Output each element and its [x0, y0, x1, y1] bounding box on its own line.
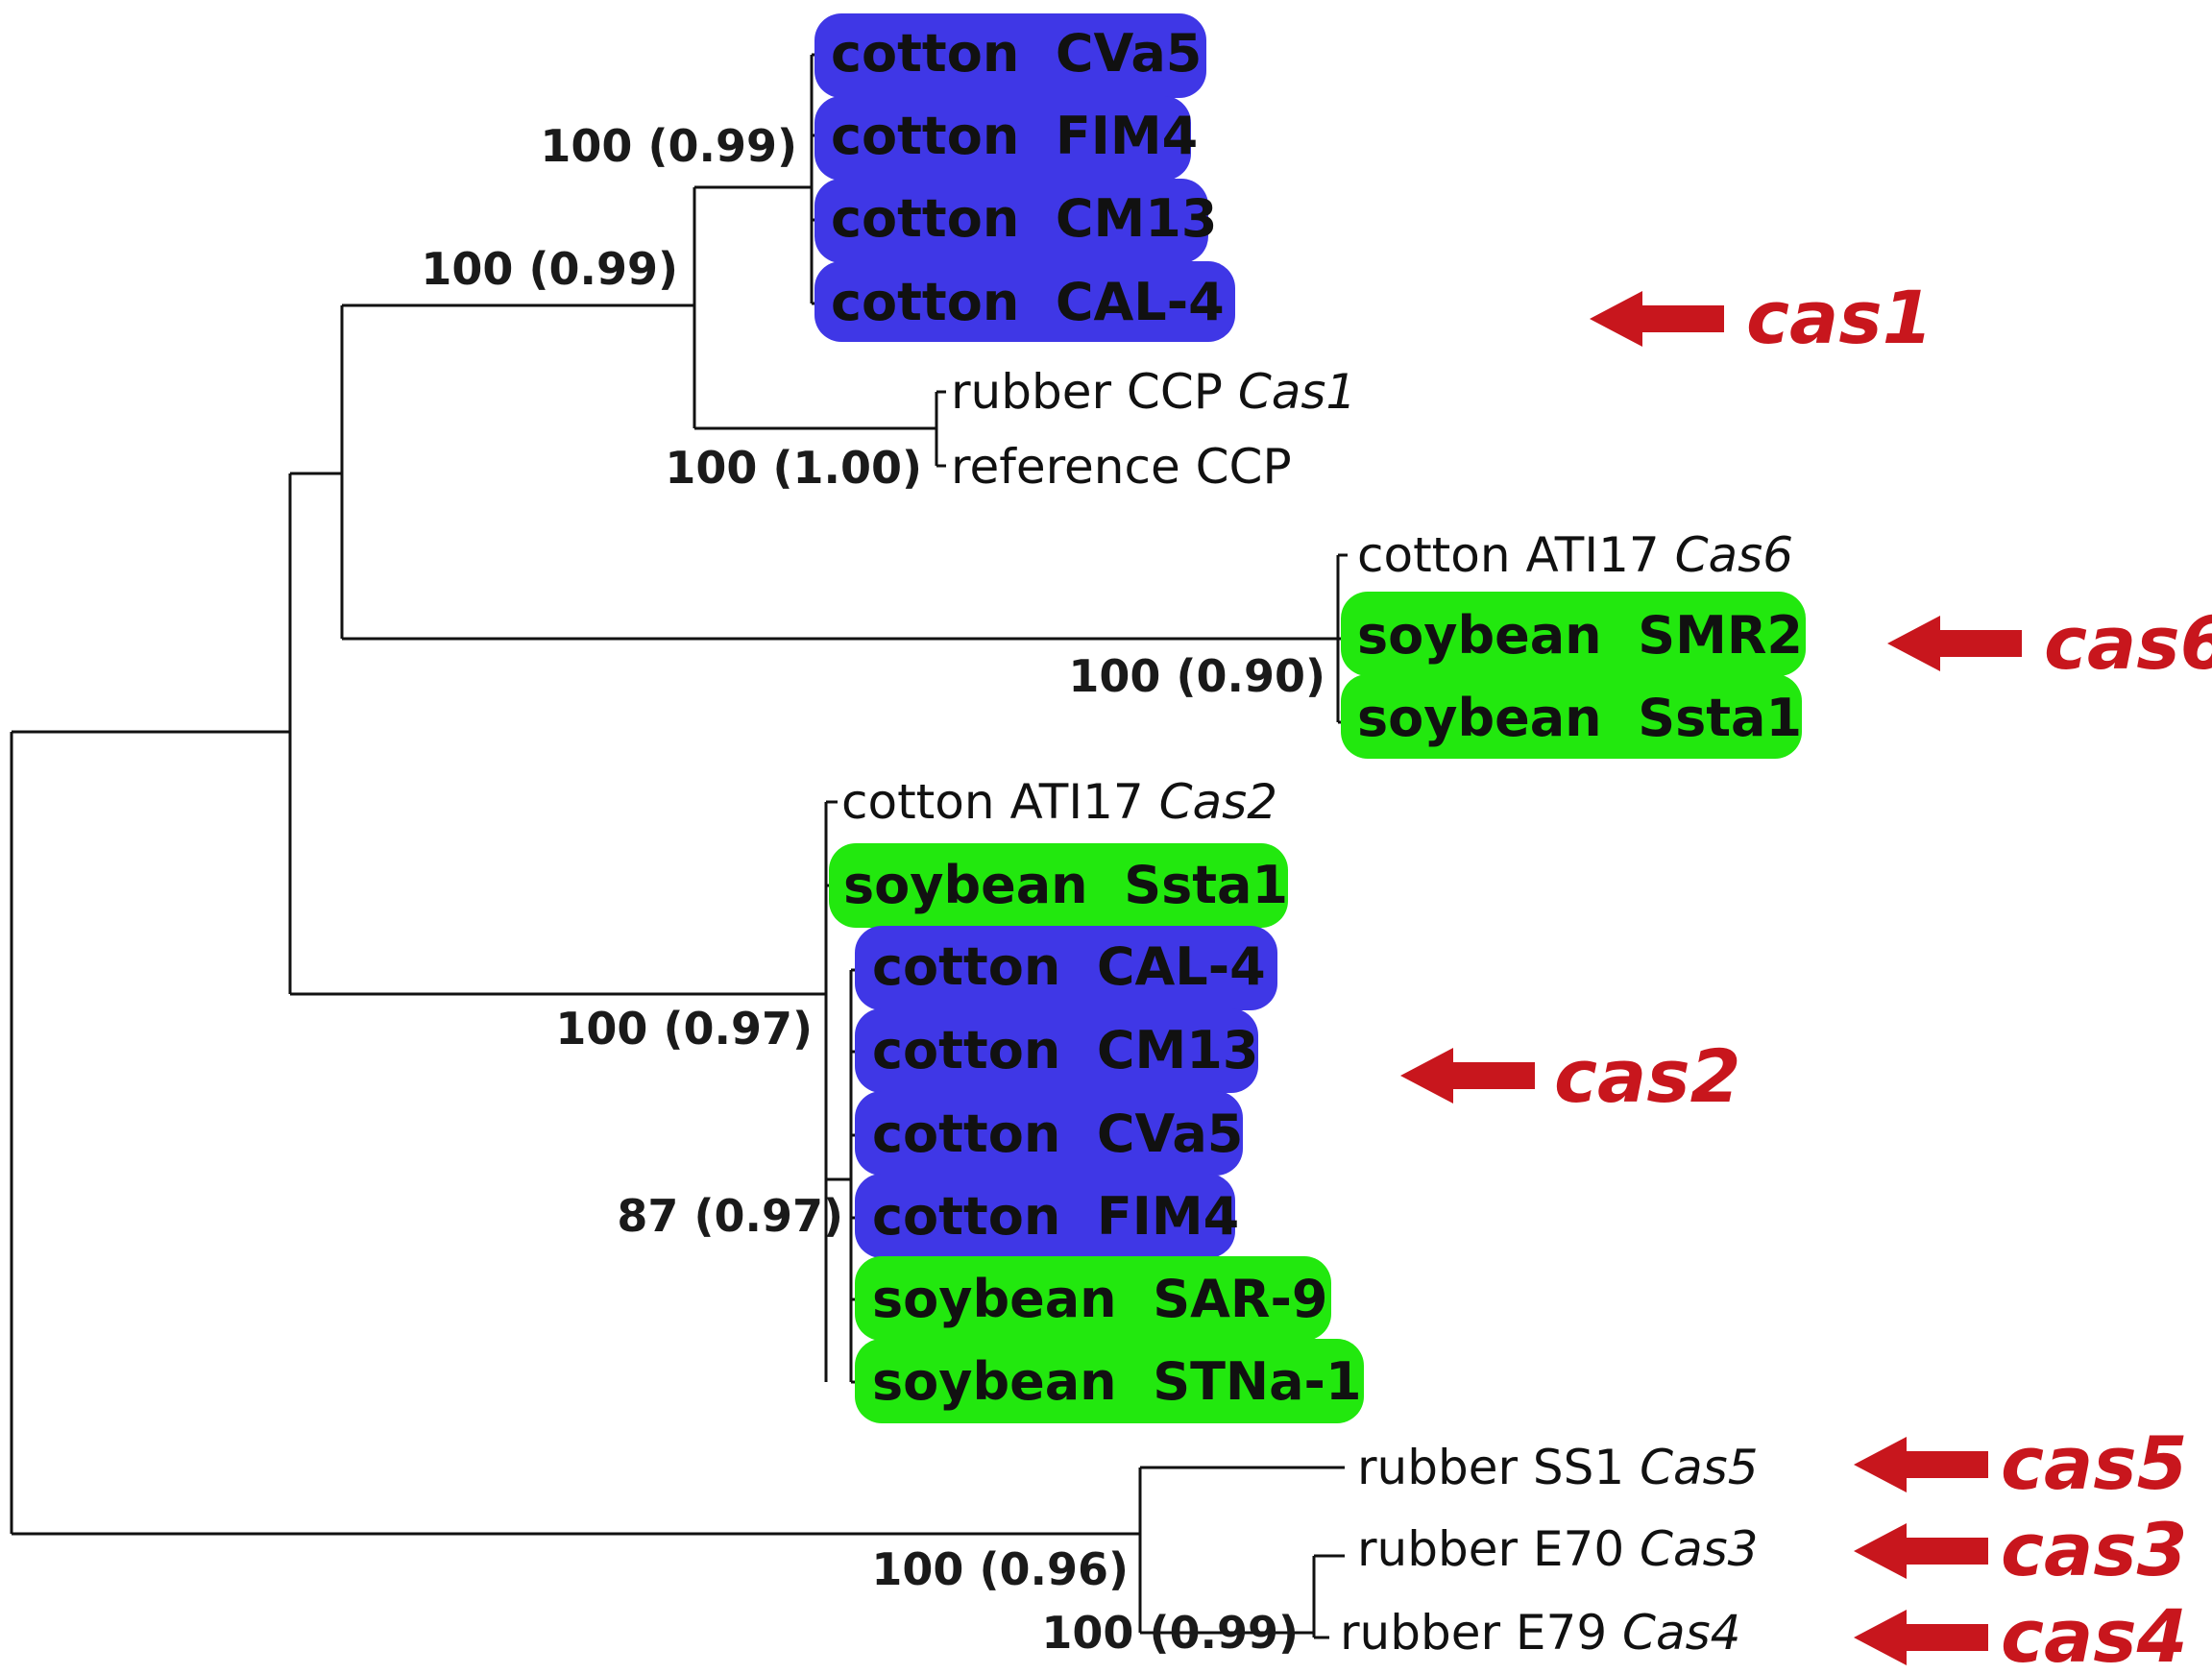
support-value: 100 (0.99)	[540, 120, 797, 172]
arrow-label-cas2: cas2	[1554, 1033, 1740, 1119]
label-pill	[1341, 592, 1806, 676]
taxon-name: cotton ATI17	[1357, 527, 1675, 583]
support-value: 100 (0.90)	[1068, 650, 1325, 702]
label-pill	[814, 13, 1206, 98]
cas1-other-taxa: rubber CCP Cas1 reference CCP	[951, 364, 1356, 495]
taxon-label: cotton CM13	[872, 1020, 1258, 1080]
gene-name: Cas5	[1640, 1440, 1758, 1495]
label-pill	[855, 1174, 1235, 1258]
taxon-label: rubber CCP Cas1	[951, 364, 1356, 420]
cas6-clade: cotton ATI17 Cas6 soybean SMR2 soybean S…	[1341, 527, 1806, 759]
taxon-label: soybean SMR2	[1357, 605, 1803, 666]
label-pill	[855, 1008, 1258, 1093]
arrow-cas4	[1854, 1610, 1988, 1665]
arrow-cas3	[1854, 1523, 1988, 1579]
label-pill	[814, 261, 1235, 342]
gene-arrows: cas1 cas6 cas2 cas5 cas3 cas4	[1400, 275, 2212, 1674]
taxon-label: soybean Ssta1	[1357, 688, 1802, 748]
taxon-label: soybean STNa-1	[872, 1351, 1362, 1412]
taxon-name: reference CCP	[951, 439, 1292, 495]
taxon-label: cotton CAL-4	[872, 936, 1266, 997]
taxon-label: cotton FIM4	[872, 1186, 1239, 1247]
arrow-label-cas5: cas5	[2001, 1420, 2187, 1506]
support-values: 100 (0.99) 100 (0.99) 100 (1.00) 100 (0.…	[421, 120, 1325, 1659]
arrow-cas5	[1854, 1437, 1988, 1492]
arrow-cas1	[1590, 291, 1724, 347]
taxon-label: cotton FIM4	[831, 106, 1198, 166]
taxon-name: rubber E70	[1357, 1521, 1640, 1577]
taxon-label: cotton ATI17 Cas6	[1357, 527, 1793, 583]
label-pill	[855, 1339, 1364, 1423]
rubber-clade: rubber SS1 Cas5 rubber E70 Cas3 rubber E…	[1340, 1440, 1759, 1661]
taxon-label: cotton CAL-4	[831, 272, 1225, 332]
taxon-label: rubber E70 Cas3	[1357, 1521, 1758, 1577]
taxon-label: soybean SAR-9	[872, 1269, 1327, 1329]
support-value: 100 (0.99)	[421, 243, 678, 295]
taxon-label: cotton CM13	[831, 188, 1217, 249]
branch-leaf	[1314, 1554, 1345, 1639]
taxon-label: cotton CVa5	[872, 1104, 1243, 1164]
gene-name: Cas6	[1675, 527, 1793, 583]
cas2-clade: cotton ATI17 Cas2 soybean Ssta1 cotton C…	[829, 774, 1364, 1423]
support-value: 87 (0.97)	[617, 1190, 843, 1242]
label-pill	[855, 1256, 1331, 1341]
taxon-name: rubber CCP	[951, 364, 1238, 420]
label-pill	[1341, 674, 1802, 759]
gene-name: Cas2	[1159, 774, 1277, 830]
gene-name: Cas1	[1238, 364, 1356, 420]
arrow-label-cas4: cas4	[2001, 1593, 2187, 1674]
branch-leaf	[936, 390, 946, 468]
taxon-label: rubber SS1 Cas5	[1357, 1440, 1759, 1495]
arrow-cas2	[1400, 1048, 1535, 1104]
arrow-label-cas3: cas3	[2001, 1507, 2187, 1592]
arrow-cas6	[1887, 616, 2022, 671]
support-value: 100 (0.99)	[1041, 1607, 1299, 1659]
gene-name: Cas3	[1640, 1521, 1758, 1577]
support-value: 100 (0.97)	[555, 1003, 813, 1055]
label-pill	[814, 96, 1191, 181]
cas1-cotton-clade: cotton CVa5 cotton FIM4 cotton CM13 cott…	[814, 13, 1235, 342]
taxon-label: rubber E79 Cas4	[1340, 1605, 1740, 1661]
arrow-label-cas1: cas1	[1746, 275, 1932, 360]
arrow-label-cas6: cas6	[2044, 600, 2212, 686]
taxon-name: cotton ATI17	[841, 774, 1159, 830]
taxon-label: reference CCP	[951, 439, 1292, 495]
label-pill	[855, 926, 1277, 1010]
taxon-name: rubber SS1	[1357, 1440, 1640, 1495]
label-pill	[855, 1091, 1243, 1176]
support-value: 100 (1.00)	[665, 442, 922, 494]
label-pill	[814, 179, 1208, 263]
gene-name: Cas4	[1622, 1605, 1740, 1661]
taxon-label: cotton CVa5	[831, 23, 1202, 84]
taxon-label: soybean Ssta1	[843, 855, 1288, 915]
support-value: 100 (0.96)	[871, 1543, 1129, 1595]
taxon-label: cotton ATI17 Cas2	[841, 774, 1277, 830]
label-pill	[829, 843, 1288, 928]
taxon-name: rubber E79	[1340, 1605, 1622, 1661]
